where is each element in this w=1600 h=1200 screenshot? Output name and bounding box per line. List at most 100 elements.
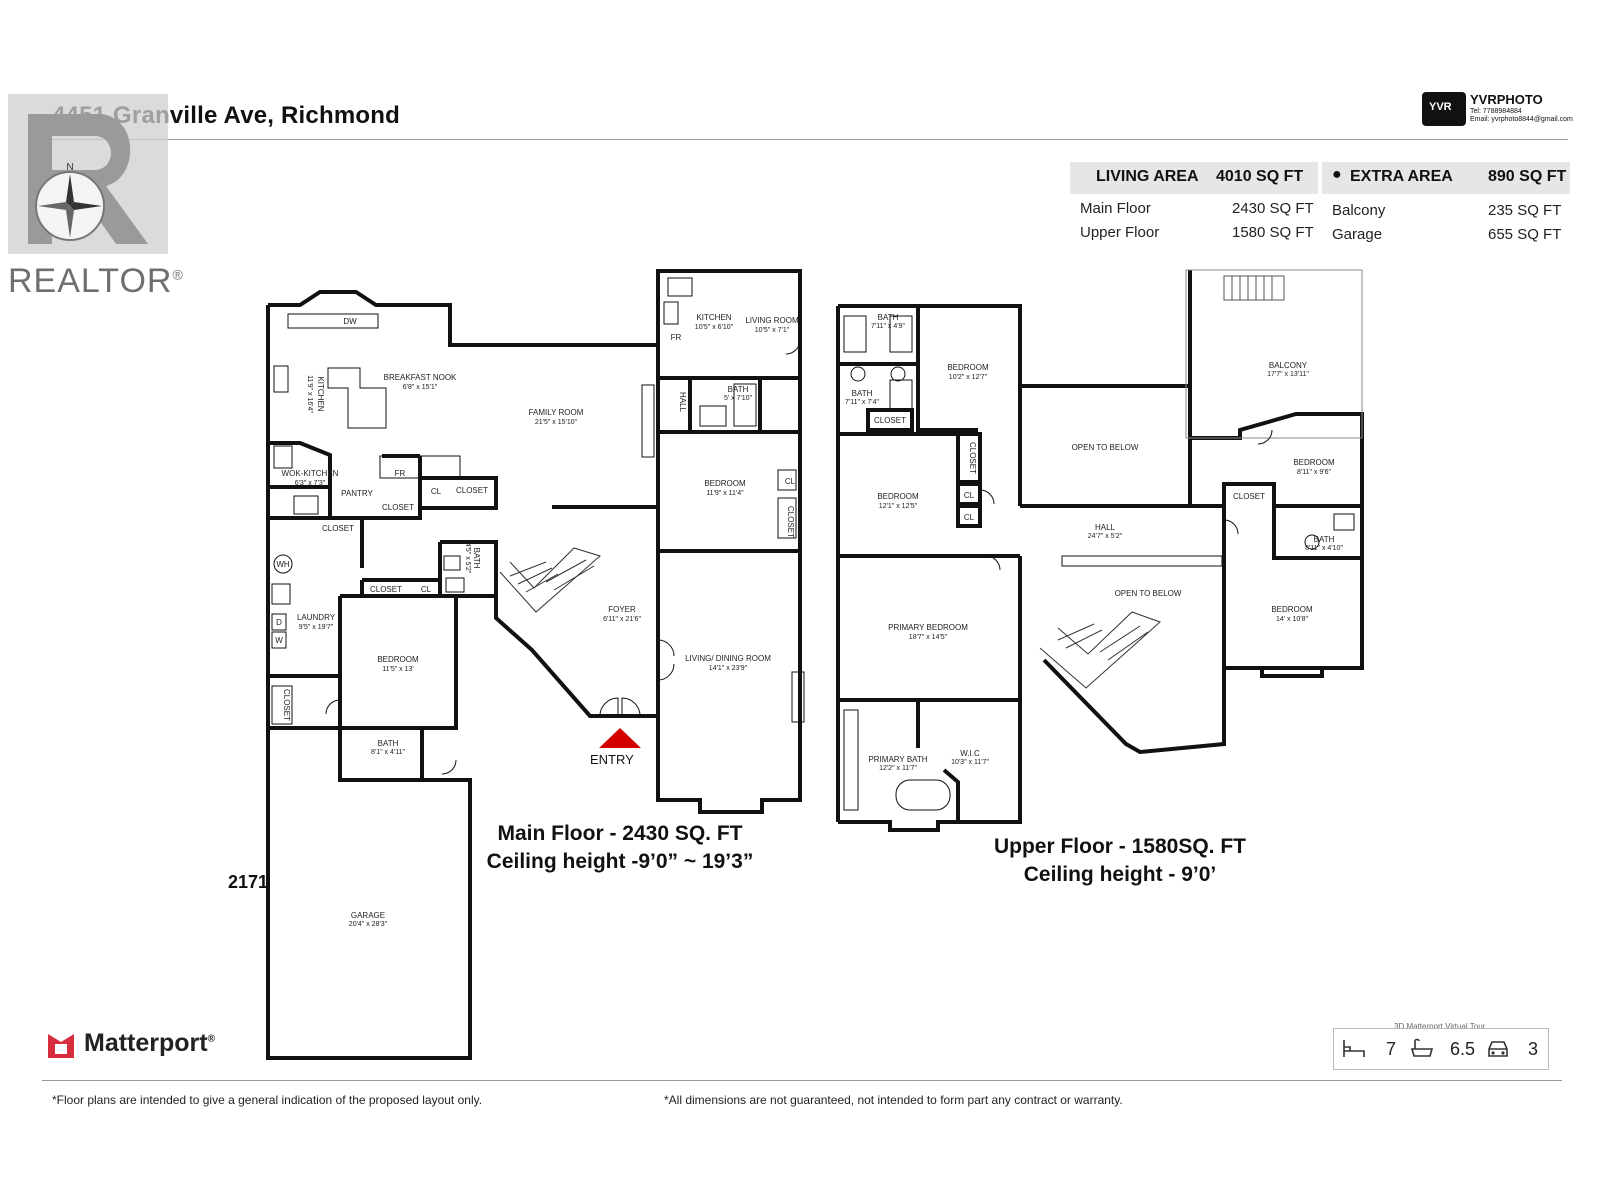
room-bath-c: BATH xyxy=(378,739,399,748)
room-primary-bath-dim: 12'2" x 11'7" xyxy=(879,765,917,772)
main-floor-details xyxy=(271,277,805,775)
room-closet-b: CLOSET xyxy=(456,486,488,495)
main-floor-walls xyxy=(266,269,802,1060)
main-floor-caption-area: Main Floor - 2430 SQ. FT xyxy=(497,822,743,845)
room-bath-b: BATH xyxy=(472,548,481,569)
room-closet-f: CLOSET xyxy=(282,689,291,721)
room-garage-dim: 20'4" x 28'3" xyxy=(349,921,388,928)
room-living-dining-dim: 14'1" x 23'9" xyxy=(709,665,748,672)
room-foyer: FOYER xyxy=(608,605,636,614)
main-floor-caption: Main Floor - 2430 SQ. FT Ceiling height … xyxy=(470,820,770,876)
main-floor-area: 2430 SQ FT xyxy=(1232,200,1314,217)
upper-floor-labels: BATH 7'11" x 4'9" BATH 7'11" x 7'4" CLOS… xyxy=(845,313,1343,772)
upper-floor-caption-area: Upper Floor - 1580SQ. FT xyxy=(993,835,1247,858)
room-bedroom-main-a: BEDROOM xyxy=(704,479,746,488)
room-bedroom-main-b: BEDROOM xyxy=(377,655,419,664)
room-bedroom-u2-dim: 12'1" x 12'5" xyxy=(879,503,918,510)
room-bath-u3-dim: 8'11" x 4'10" xyxy=(1305,545,1343,552)
photographer-tel: Tel: 7788984884 xyxy=(1470,108,1522,115)
room-garage: GARAGE xyxy=(351,911,385,920)
bed-icon xyxy=(1343,1040,1365,1057)
room-cl-u2: CL xyxy=(964,513,975,522)
header-divider xyxy=(52,139,1568,140)
lot-number: 2171 xyxy=(228,872,269,892)
room-balcony-dim: 17'7" x 13'11" xyxy=(1267,371,1309,378)
room-primary-bedroom-dim: 18'7" x 14'5" xyxy=(909,634,948,641)
main-stairs xyxy=(499,547,602,613)
room-laundry: LAUNDRY xyxy=(297,613,336,622)
upper-floor-label: Upper Floor xyxy=(1080,224,1160,241)
room-bath-u1: BATH xyxy=(878,313,899,322)
upper-floor-details xyxy=(843,269,1363,811)
living-area-total: 4010 SQ FT xyxy=(1216,168,1304,185)
compass-icon xyxy=(66,174,74,206)
room-kitchen-upper-dim: 10'5" x 6'10" xyxy=(695,324,734,331)
upper-floor-area: 1580 SQ FT xyxy=(1232,224,1314,241)
room-living-small-dim: 10'5" x 7'1" xyxy=(755,327,790,334)
room-bedroom-u1: BEDROOM xyxy=(947,363,989,372)
svg-text:N: N xyxy=(66,162,73,173)
living-area-label: LIVING AREA xyxy=(1096,168,1199,185)
room-breakfast-nook: BREAKFAST NOOK xyxy=(384,373,457,382)
room-living-dining: LIVING/ DINING ROOM xyxy=(685,654,771,663)
room-primary-bath: PRIMARY BATH xyxy=(868,755,927,764)
entry-arrow-icon xyxy=(599,728,641,748)
footer-divider xyxy=(42,1080,1562,1081)
room-bath-u1-dim: 7'11" x 4'9" xyxy=(871,323,905,330)
room-kitchen-main: KITCHEN xyxy=(316,376,325,411)
room-wic-dim: 10'3" x 11'7" xyxy=(951,759,989,766)
room-bedroom-u4: BEDROOM xyxy=(1271,605,1313,614)
room-closet-a: CLOSET xyxy=(382,503,414,512)
room-hall-u-dim: 24'7" x 5'2" xyxy=(1088,533,1123,540)
room-kitchen-main-dim: 11'9" x 16'4" xyxy=(306,375,313,413)
yvr-badge-text: YVR xyxy=(1429,101,1452,113)
photographer-name: YVRPHOTO xyxy=(1470,92,1543,107)
realtor-wordmark-text: REALTOR xyxy=(8,262,173,300)
room-primary-bedroom: PRIMARY BEDROOM xyxy=(888,623,968,632)
balcony-area: 235 SQ FT xyxy=(1488,202,1562,219)
balcony-label: Balcony xyxy=(1332,202,1386,219)
fixture-wh: WH xyxy=(276,560,290,569)
room-wok-kitchen: WOK-KITCHEN xyxy=(282,469,339,478)
fixture-dryer: D xyxy=(276,618,282,627)
main-floor-caption-ceiling: Ceiling height -9’0” ~ 19’3” xyxy=(486,850,754,873)
yvr-badge-icon: YVR xyxy=(1422,92,1466,126)
upper-floor-walls xyxy=(836,270,1364,832)
room-bath-b-dim: 4'5" x 5'2" xyxy=(464,543,471,574)
photographer-email: Email: yvrphoto8844@gmail.com xyxy=(1470,116,1573,123)
room-kitchen-upper: KITCHEN xyxy=(696,313,731,322)
room-closet-u2: CLOSET xyxy=(968,442,977,474)
room-bedroom-u2: BEDROOM xyxy=(877,492,919,501)
room-foyer-dim: 6'11" x 21'6" xyxy=(603,616,641,623)
fixture-dw: DW xyxy=(343,317,357,326)
room-living-small: LIVING ROOM xyxy=(745,316,799,325)
room-breakfast-nook-dim: 6'8" x 15'1" xyxy=(403,384,438,391)
balcony-stairs xyxy=(1223,275,1285,301)
virtual-tour-label: 3D Matterport Virtual Tour xyxy=(1394,1022,1486,1031)
room-bedroom-u3-dim: 8'11" x 9'6" xyxy=(1297,469,1331,476)
room-bedroom-u3: BEDROOM xyxy=(1293,458,1335,467)
room-bath-a: BATH xyxy=(728,385,749,394)
garage-area: 655 SQ FT xyxy=(1488,226,1562,243)
room-bath-u3: BATH xyxy=(1314,535,1335,544)
room-bedroom-u1-dim: 10'2" x 12'7" xyxy=(949,374,988,381)
extra-area-total: 890 SQ FT xyxy=(1488,168,1567,185)
room-cl-c: CL xyxy=(421,585,432,594)
fixture-washer: W xyxy=(275,636,283,645)
disclaimer-right: *All dimensions are not guaranteed, not … xyxy=(664,1093,1123,1107)
matterport-icon xyxy=(48,1034,74,1058)
upper-floor-caption: Upper Floor - 1580SQ. FT Ceiling height … xyxy=(980,833,1260,889)
room-bath-u2: BATH xyxy=(852,389,873,398)
realtor-logo: N xyxy=(8,94,168,254)
parking-count: 3 xyxy=(1528,1039,1539,1059)
baths-count: 6.5 xyxy=(1450,1039,1476,1059)
area-summary: LIVING AREA 4010 SQ FT ● EXTRA AREA 890 … xyxy=(1070,162,1570,252)
room-family-dim: 21'5" x 15'10" xyxy=(535,419,578,426)
extra-area-header xyxy=(1322,162,1570,194)
room-bedroom-main-b-dim: 11'5" x 13' xyxy=(382,666,414,673)
room-fr-b: FR xyxy=(395,469,406,478)
realtor-registered-mark: ® xyxy=(172,266,184,283)
entry-label: ENTRY xyxy=(590,752,634,767)
car-icon xyxy=(1488,1041,1508,1057)
